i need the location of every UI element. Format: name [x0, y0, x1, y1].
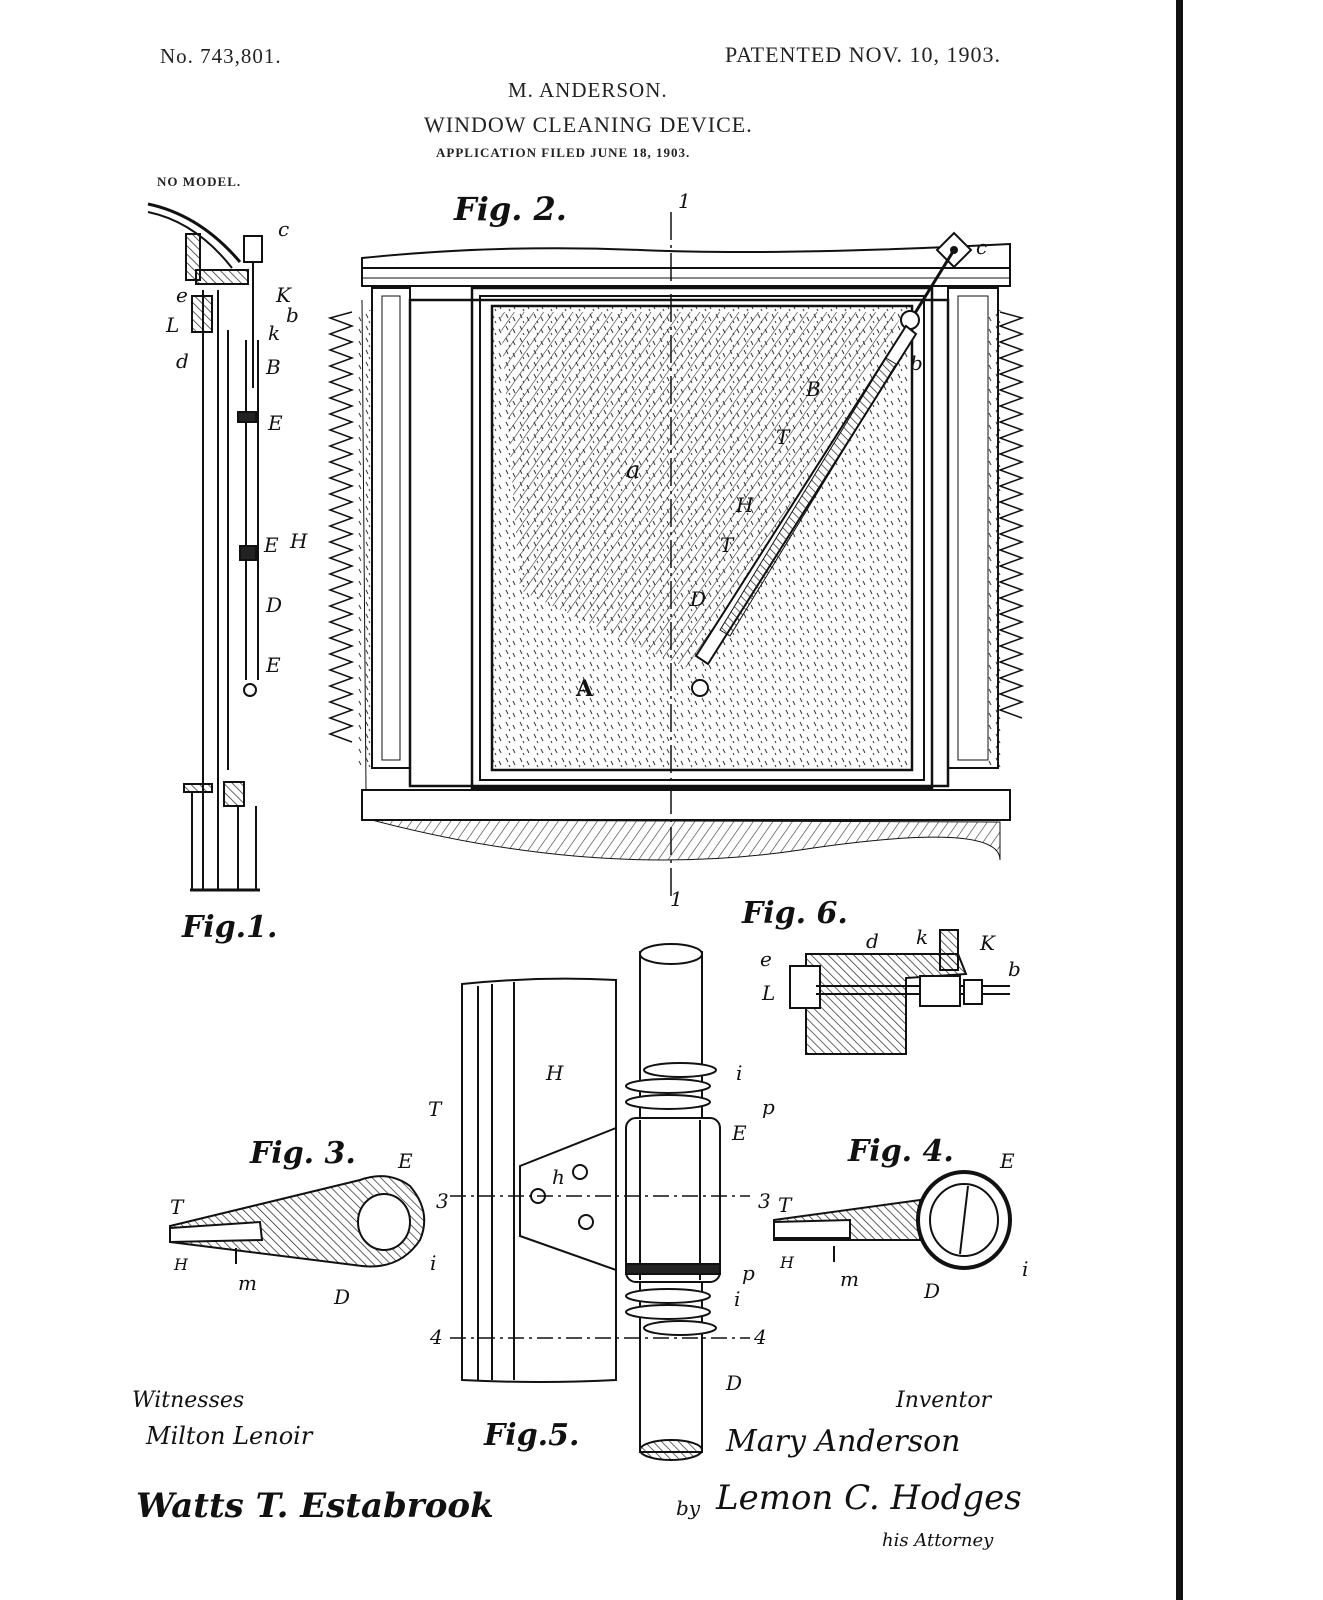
ref-letter: b — [1008, 957, 1021, 981]
witness-signature-1: Milton Lenoir — [146, 1422, 313, 1450]
ref-letter: b — [286, 303, 299, 327]
ref-letter: L — [165, 313, 179, 337]
ref-letter: H — [779, 1253, 795, 1272]
ref-letter: 4 — [429, 1325, 443, 1349]
application-filed: APPLICATION FILED JUNE 18, 1903. — [436, 145, 691, 160]
inventor-label: Inventor — [896, 1388, 992, 1413]
ref-letter: a — [626, 456, 640, 484]
attorney-signature: Lemon C. Hodges — [716, 1478, 1022, 1518]
ref-letter: p — [742, 1261, 755, 1285]
patent-number: No. 743,801. — [160, 44, 282, 68]
ref-letter: p — [762, 1095, 775, 1119]
fig4-label: Fig. 4. — [848, 1134, 954, 1169]
ref-letter: T — [720, 533, 735, 557]
ref-letter: D — [333, 1285, 350, 1309]
ref-letter: T — [776, 425, 791, 449]
ref-letter: E — [267, 411, 283, 435]
ref-letter: B — [805, 377, 821, 401]
ref-letter: i — [734, 1287, 740, 1311]
ref-letter: D — [265, 593, 282, 617]
ref-letter: K — [275, 283, 292, 307]
ref-letter: 1 — [678, 189, 691, 213]
ref-letter: H — [735, 493, 754, 517]
ref-letter: E — [263, 533, 279, 557]
fig2-label: Fig. 2. — [454, 190, 567, 228]
fig2-window-view — [327, 212, 1025, 896]
ref-letter: h — [552, 1165, 565, 1189]
patented-date: PATENTED NOV. 10, 1903. — [725, 42, 1002, 67]
model-note: NO MODEL. — [157, 174, 242, 189]
ref-letter: T — [778, 1193, 793, 1217]
ref-letter: E — [731, 1121, 747, 1145]
ref-letter: E — [397, 1149, 413, 1173]
fig4-cross-section — [773, 1170, 1012, 1270]
fig2-reference-letters: 1 1 c b B T a H T D A — [575, 189, 987, 911]
ref-letter: E — [265, 653, 281, 677]
ref-letter: T — [170, 1195, 185, 1219]
ref-letter: A — [575, 676, 594, 702]
ref-letter: 3 — [758, 1189, 771, 1213]
fig5-reference-letters: H T i p E h p i 4 4 D — [428, 1061, 775, 1395]
ref-letter: i — [1022, 1257, 1028, 1281]
ref-letter: 1 — [670, 887, 683, 911]
inventor-name: M. ANDERSON. — [508, 78, 668, 102]
fig3-cross-section — [169, 1175, 426, 1268]
ref-letter: m — [238, 1271, 257, 1295]
ref-letter: D — [923, 1279, 940, 1303]
ref-letter: d — [176, 349, 189, 373]
fig3-reference-letters: E T H m D i 3 — [170, 1149, 449, 1309]
fig4-reference-letters: E T H m D i 3 — [758, 1149, 1028, 1303]
ref-letter: i — [430, 1251, 436, 1275]
ref-letter: k — [916, 925, 928, 949]
ref-letter: L — [761, 981, 775, 1005]
ref-letter: c — [976, 235, 987, 259]
fig6-reference-letters: e d k K b L — [760, 925, 1021, 1005]
ref-letter: H — [289, 529, 308, 553]
witness-signature-2: Watts T. Estabrook — [136, 1486, 494, 1526]
ref-letter: i — [736, 1061, 742, 1085]
inventor-signature: Mary Anderson — [726, 1424, 961, 1459]
ref-letter: b — [910, 351, 923, 375]
fig3-label: Fig. 3. — [250, 1136, 356, 1171]
ref-letter: k — [268, 321, 280, 345]
fig1-side-view — [147, 202, 263, 892]
ref-letter: d — [866, 929, 879, 953]
ref-letter: T — [428, 1097, 443, 1121]
ref-letter: 4 — [753, 1325, 767, 1349]
fig6-label: Fig. 6. — [742, 896, 848, 931]
ref-letter: D — [725, 1371, 742, 1395]
ref-letter: H — [545, 1061, 564, 1085]
ref-letter: K — [979, 931, 996, 955]
ref-letter: e — [176, 283, 188, 307]
ref-letter: c — [278, 217, 289, 241]
ref-letter: B — [265, 355, 281, 379]
ref-letter: H — [173, 1255, 189, 1274]
attorney-by: by — [676, 1496, 701, 1520]
fig1-label: Fig.1. — [182, 910, 278, 945]
scan-edge-bar — [1176, 0, 1183, 1600]
witnesses-label: Witnesses — [132, 1388, 245, 1413]
fig5-label: Fig.5. — [484, 1418, 580, 1453]
ref-letter: D — [689, 587, 706, 611]
ref-letter: E — [999, 1149, 1015, 1173]
ref-letter: m — [840, 1267, 859, 1291]
fig5-hinge-detail — [450, 943, 750, 1461]
patent-title: WINDOW CLEANING DEVICE. — [424, 112, 753, 137]
attorney-label: his Attorney — [882, 1530, 994, 1551]
fig1-reference-letters: c K b e L k d B E E H D E — [165, 217, 308, 677]
ref-letter: e — [760, 947, 772, 971]
fig6-section-view — [789, 929, 1010, 1055]
ref-letter: 3 — [436, 1189, 449, 1213]
